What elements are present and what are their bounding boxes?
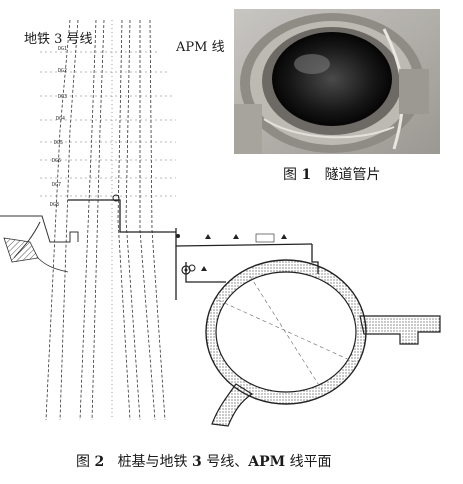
tunnel-segment-photo xyxy=(234,9,440,154)
fig2-title-b: 号线、 xyxy=(206,454,249,470)
pile-markers xyxy=(112,194,287,275)
fig2-title-num: 3 xyxy=(192,454,202,470)
fig2-title-a: 桩基与地铁 xyxy=(117,454,188,470)
fig1-number: 1 xyxy=(301,167,312,183)
pile-tag: DG6 xyxy=(52,158,61,164)
fig2-number: 2 xyxy=(94,454,105,470)
fig2-title-apm: APM xyxy=(248,454,286,470)
fig1-title: 隧道管片 xyxy=(324,167,381,183)
pile-tag: DG8 xyxy=(50,202,59,208)
fig2-prefix: 图 xyxy=(76,454,90,470)
metro-line-3-label: 地铁 3 号线 xyxy=(24,32,93,47)
pile-tag: DG1 xyxy=(58,46,67,52)
pile-tags: DG1 DG2 DG3 DG4 DG5 DG6 DG7 DG8 xyxy=(50,46,67,208)
left-tunnel-stub xyxy=(3,237,69,273)
fig2-title-c: 线平面 xyxy=(289,454,332,470)
pile-tag: DG2 xyxy=(58,68,67,74)
fig1-prefix: 图 xyxy=(283,167,297,183)
pile-tag: DG3 xyxy=(58,94,67,100)
section-lines xyxy=(40,51,176,197)
apm-ring-tunnel xyxy=(205,259,441,427)
pile-tag: DG7 xyxy=(52,182,61,188)
apm-line-label: APM 线 xyxy=(176,40,225,55)
pile-tag: DG5 xyxy=(54,140,63,146)
fig1-caption: 图 1 隧道管片 xyxy=(283,164,381,184)
fig2-caption: 图 2 桩基与地铁 3 号线、APM 线平面 xyxy=(76,451,332,471)
metro-line-3-tunnel xyxy=(45,19,166,421)
pile-tag: DG4 xyxy=(56,116,65,122)
